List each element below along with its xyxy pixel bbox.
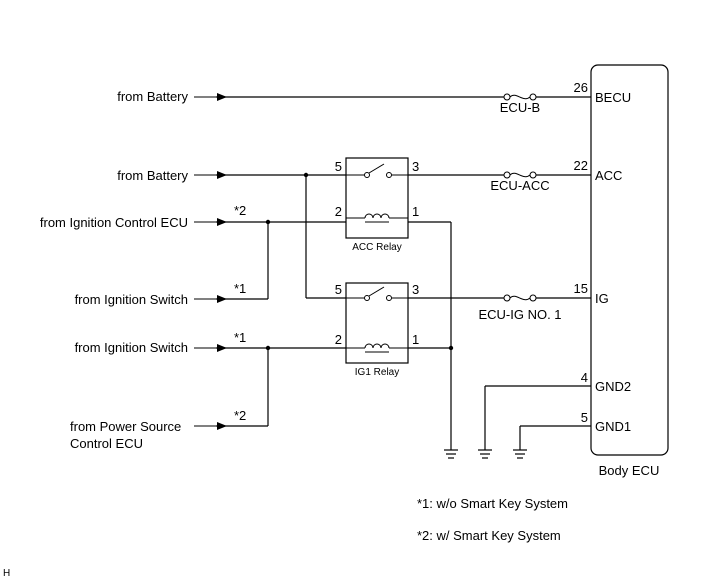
ig1-relay-pin-2: 2	[335, 332, 342, 347]
note-w-smart-key: *2: w/ Smart Key System	[417, 528, 561, 543]
ground-symbol-gnd2	[478, 449, 492, 459]
ground-symbol-relays	[444, 449, 458, 459]
acc-relay-pin-5: 5	[335, 159, 342, 174]
junction-ground-bus	[448, 345, 454, 351]
ecu-pin-becu-label: BECU	[595, 90, 631, 105]
source-power-src-line1: from Power Source	[70, 419, 181, 434]
acc-relay	[345, 157, 409, 239]
ig1-relay-pin-5: 5	[335, 282, 342, 297]
ecu-pin-5-num: 5	[581, 410, 588, 425]
mark-ign-switch-1: *1	[234, 281, 246, 296]
ecu-pin-4-num: 4	[581, 370, 588, 385]
source-power-src-line2: Control ECU	[70, 436, 143, 451]
body-ecu-box	[590, 64, 669, 456]
ecu-pin-ig-label: IG	[595, 291, 609, 306]
ig1-relay-pin-3: 3	[412, 282, 419, 297]
ecu-pin-gnd1-label: GND1	[595, 419, 631, 434]
ecu-pin-acc-label: ACC	[595, 168, 622, 183]
ecu-pin-26-num: 26	[574, 80, 588, 95]
fuse-ecu-acc-label: ECU-ACC	[490, 178, 549, 193]
acc-relay-pin-1: 1	[412, 204, 419, 219]
source-ign-ctrl-ecu: from Ignition Control ECU	[40, 215, 188, 230]
ig1-relay-pin-1: 1	[412, 332, 419, 347]
acc-relay-pin-3: 3	[412, 159, 419, 174]
corner-letter: H	[3, 568, 10, 579]
mark-ign-switch-2: *1	[234, 330, 246, 345]
source-battery-1: from Battery	[117, 89, 188, 104]
source-ign-switch-2: from Ignition Switch	[75, 340, 188, 355]
source-battery-2: from Battery	[117, 168, 188, 183]
fuse-ecu-ig-label: ECU-IG NO. 1	[478, 307, 561, 322]
acc-relay-label: ACC Relay	[352, 242, 401, 253]
ecu-pin-15-num: 15	[574, 281, 588, 296]
source-ign-switch-1: from Ignition Switch	[75, 292, 188, 307]
fuse-ecu-b	[503, 93, 537, 101]
acc-relay-pin-2: 2	[335, 204, 342, 219]
ecu-pin-gnd2-label: GND2	[595, 379, 631, 394]
ecu-pin-22-num: 22	[574, 158, 588, 173]
ig1-relay-label: IG1 Relay	[355, 367, 399, 378]
body-ecu-label: Body ECU	[599, 463, 660, 478]
ig1-relay	[345, 282, 409, 364]
note-w-o-smart-key: *1: w/o Smart Key System	[417, 496, 568, 511]
mark-ign-ctrl-ecu: *2	[234, 203, 246, 218]
ground-symbol-gnd1	[513, 449, 527, 459]
fuse-ecu-ig	[503, 294, 537, 302]
fuse-ecu-b-label: ECU-B	[500, 100, 540, 115]
mark-power-src: *2	[234, 408, 246, 423]
